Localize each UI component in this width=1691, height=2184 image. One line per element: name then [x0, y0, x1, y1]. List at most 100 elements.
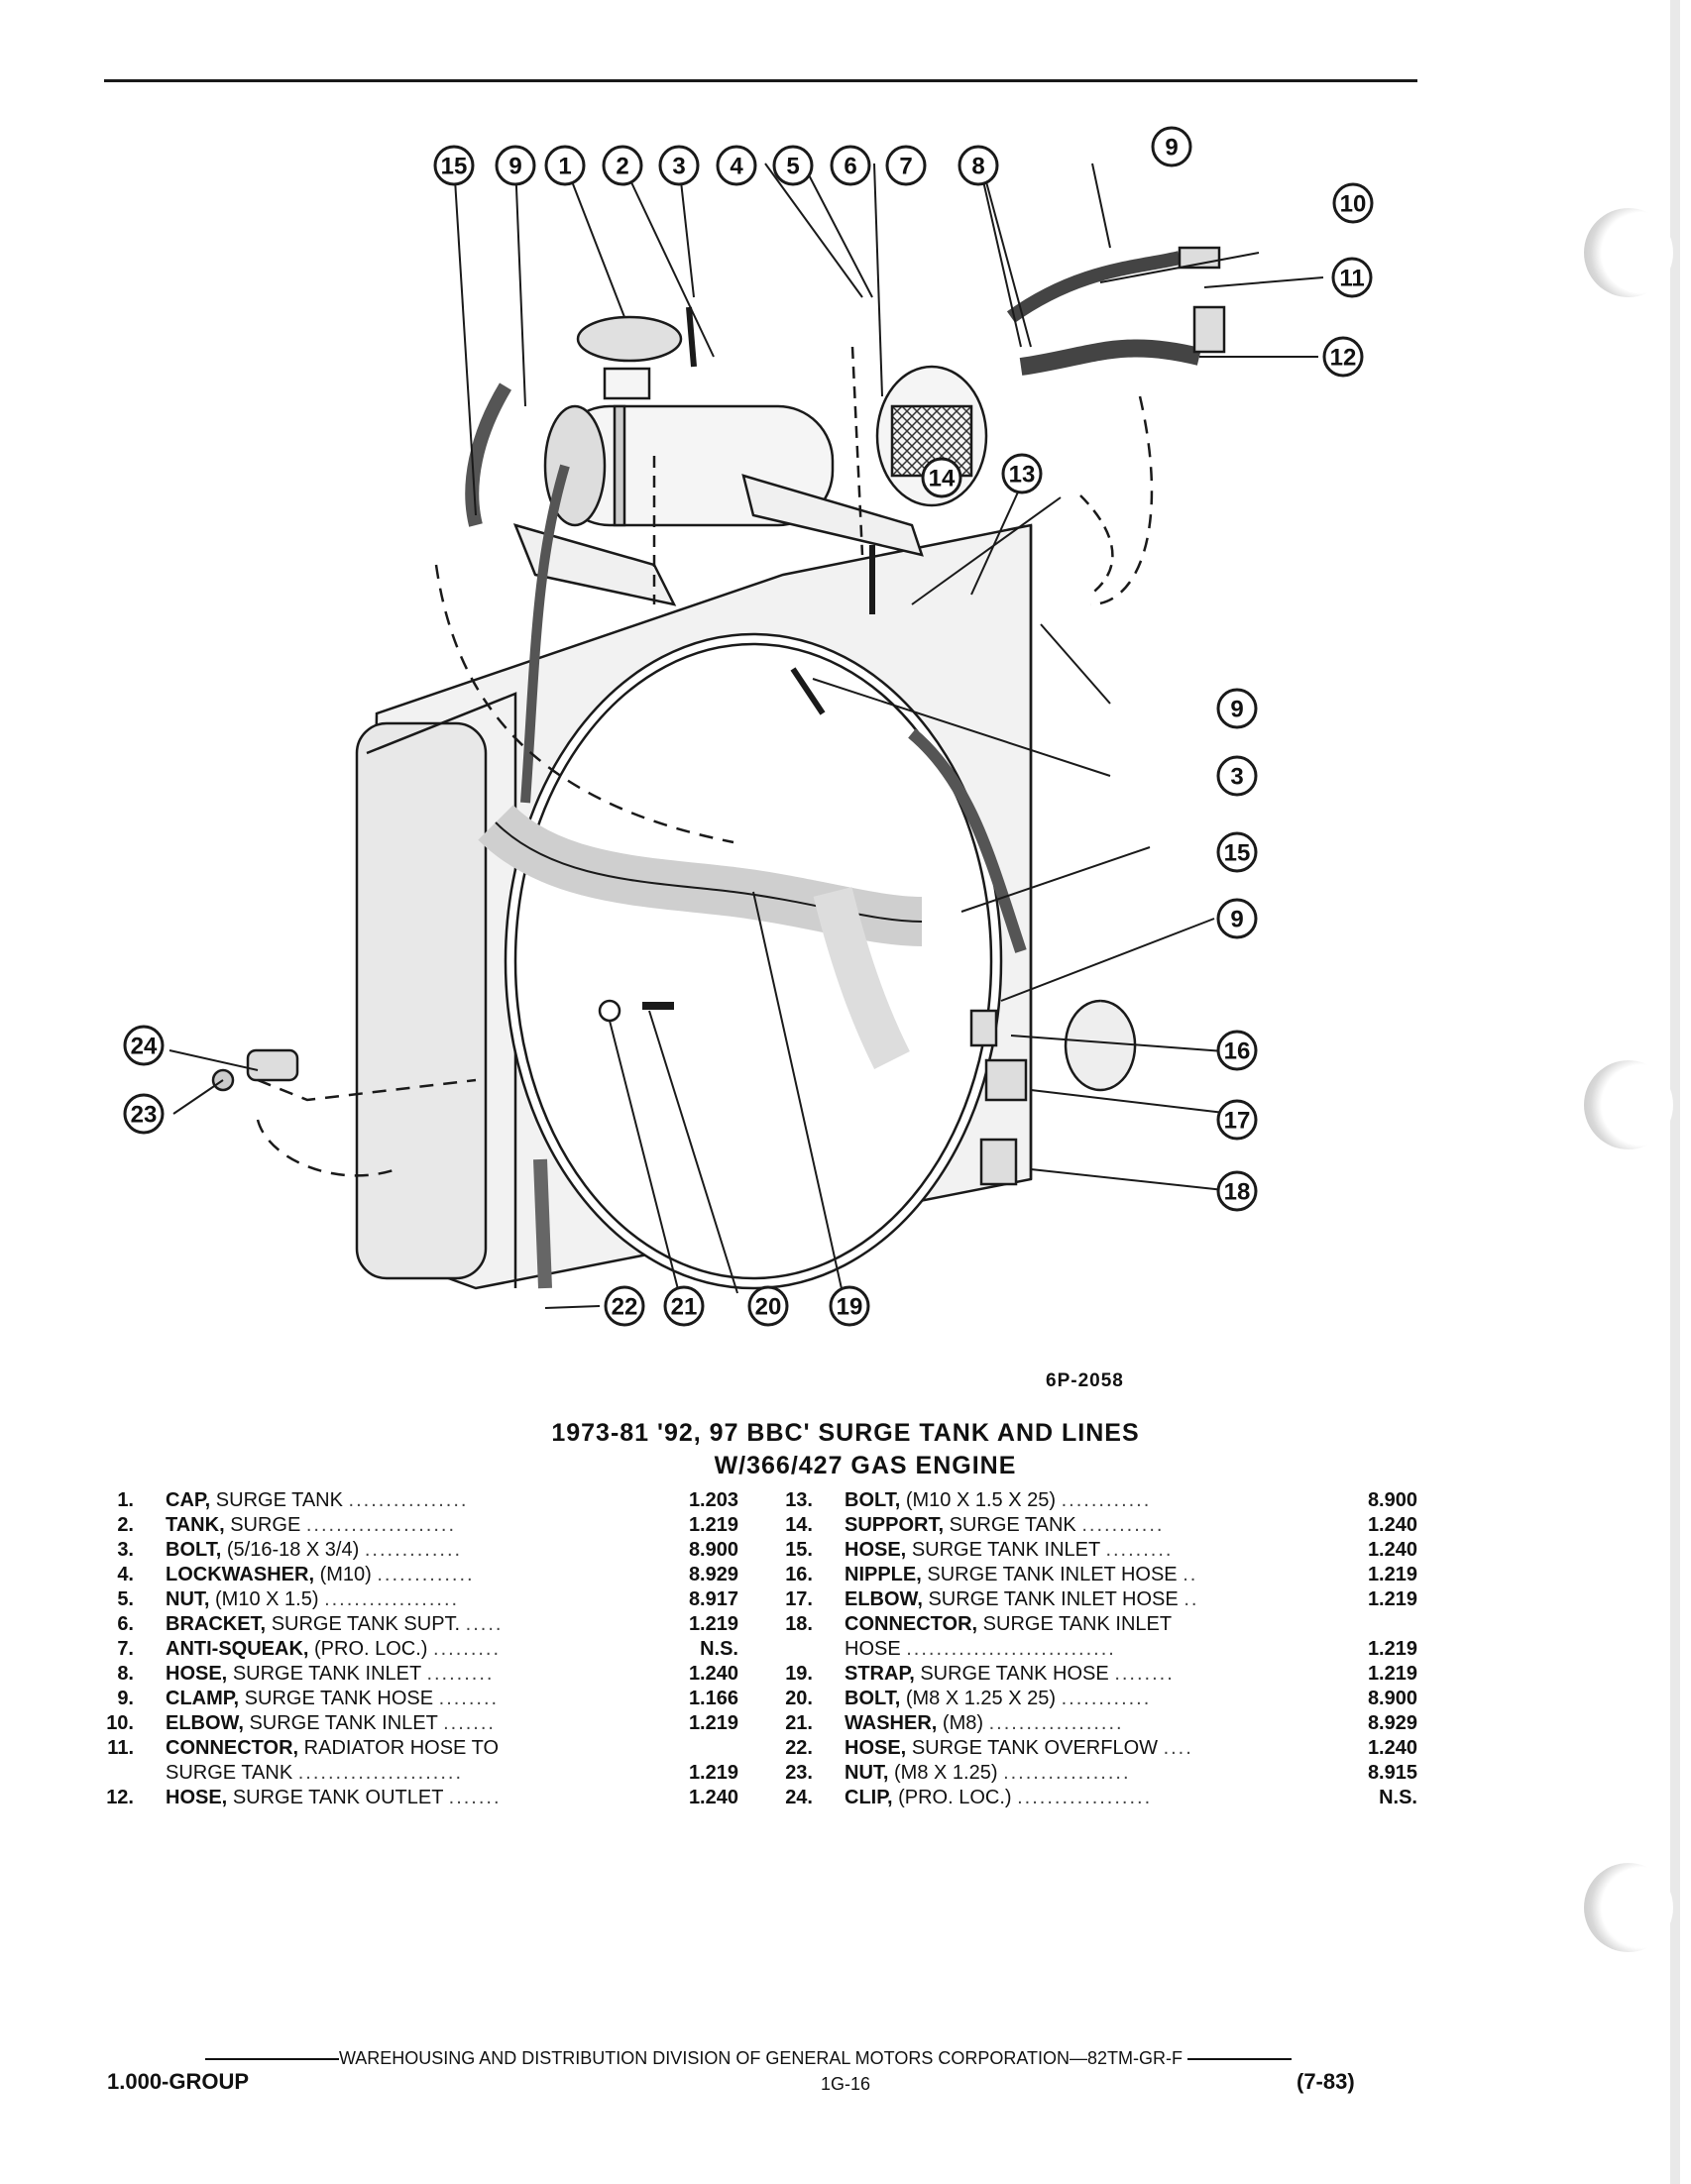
parts-row: 2.TANK, SURGE ....................1.219 — [104, 1513, 738, 1538]
part-number: 2. — [117, 1514, 134, 1536]
part-detail: SURGE TANK INLET — [911, 1539, 1100, 1561]
part-number: 13. — [785, 1489, 813, 1511]
footer-division-line: WAREHOUSING AND DISTRIBUTION DIVISION OF… — [104, 2048, 1393, 2069]
group-number: 1.219 — [1367, 1663, 1417, 1685]
part-name: ANTI-SQUEAK, — [166, 1638, 309, 1660]
part-description: NIPPLE, SURGE TANK INLET HOSE .. — [845, 1563, 1385, 1587]
part-detail: SURGE TANK SUPT. — [271, 1613, 461, 1635]
diagram-svg: 15 9 1 2 3 4 5 6 7 8 9 10 11 12 14 13 9 … — [123, 126, 1374, 1327]
part-detail: SURGE TANK INLET HOSE — [927, 1564, 1178, 1585]
callout-label: 21 — [671, 1294, 698, 1321]
leader-dots: ....... — [448, 1787, 502, 1808]
group-number: 8.900 — [1367, 1489, 1417, 1511]
leader-dots: ......... — [426, 1663, 495, 1685]
callout-label: 15 — [1224, 840, 1251, 867]
part-name: CLIP, — [845, 1787, 893, 1808]
part-name: WASHER, — [845, 1712, 938, 1734]
leader-dots: .................. — [1017, 1787, 1153, 1808]
part-number: 16. — [785, 1564, 813, 1585]
callout-label: 17 — [1224, 1108, 1251, 1135]
part-description: SUPPORT, SURGE TANK ........... — [845, 1513, 1385, 1538]
leader-dots: .. — [1184, 1588, 1199, 1610]
part-detail: (M10 X 1.5) — [215, 1588, 319, 1610]
part-name: NUT, — [845, 1762, 889, 1784]
group-number: N.S. — [1379, 1787, 1417, 1808]
leader-dots: ......... — [1105, 1539, 1174, 1561]
footer-page-number: 1G-16 — [820, 2074, 871, 2094]
part-detail: (PRO. LOC.) — [314, 1638, 428, 1660]
part-name: LOCKWASHER, — [166, 1564, 314, 1585]
part-detail: HOSE — [845, 1638, 901, 1660]
parts-row: 17.ELBOW, SURGE TANK INLET HOSE ..1.219 — [783, 1587, 1417, 1612]
part-description: LOCKWASHER, (M10) ............. — [166, 1563, 706, 1587]
part-description: NUT, (M10 X 1.5) .................. — [166, 1587, 706, 1612]
part-detail: (M8 X 1.25 X 25) — [905, 1688, 1057, 1709]
callout-label: 4 — [730, 154, 743, 180]
callout-label: 1 — [558, 154, 571, 180]
group-number: 1.240 — [688, 1663, 738, 1685]
group-number: 8.929 — [1367, 1712, 1417, 1734]
part-number: 5. — [117, 1588, 134, 1610]
leader-dots: ............ — [1061, 1688, 1152, 1709]
leader-dots: ................. — [1003, 1762, 1131, 1784]
part-detail: SURGE TANK — [949, 1514, 1076, 1536]
part-number: 19. — [785, 1663, 813, 1685]
part-name: CONNECTOR, — [845, 1613, 978, 1635]
callout-label: 2 — [616, 154, 628, 180]
part-name: BOLT, — [845, 1688, 901, 1709]
part-name: CLAMP, — [166, 1688, 240, 1709]
part-description: BOLT, (M10 X 1.5 X 25) ............ — [845, 1488, 1385, 1513]
part-detail: RADIATOR HOSE TO — [303, 1737, 499, 1759]
part-detail: SURGE TANK OVERFLOW — [911, 1737, 1158, 1759]
top-rule — [104, 79, 1417, 82]
part-description: CLAMP, SURGE TANK HOSE ........ — [166, 1687, 706, 1711]
callout-label: 11 — [1339, 266, 1364, 292]
part-description: HOSE ............................ — [845, 1637, 1385, 1662]
part-detail: (M10) — [319, 1564, 372, 1585]
part-name: HOSE, — [845, 1539, 907, 1561]
part-description: TANK, SURGE .................... — [166, 1513, 706, 1538]
part-number: 10. — [106, 1712, 134, 1734]
part-description: HOSE, SURGE TANK INLET ......... — [845, 1538, 1385, 1563]
binder-hole-middle — [1584, 1060, 1673, 1149]
group-number: 1.240 — [688, 1787, 738, 1808]
parts-row: 9.CLAMP, SURGE TANK HOSE ........1.166 — [104, 1687, 738, 1711]
part-detail: (M10 X 1.5 X 25) — [905, 1489, 1057, 1511]
footer-date: (7-83) — [1296, 2069, 1355, 2094]
part-detail: SURGE TANK — [166, 1762, 293, 1784]
group-number: 1.219 — [1367, 1564, 1417, 1585]
leader-dots: .... — [1163, 1737, 1193, 1759]
footer-rule-left — [204, 2058, 339, 2061]
part-detail: (5/16-18 X 3/4) — [226, 1539, 360, 1561]
callout-label: 9 — [508, 154, 521, 180]
parts-row: SURGE TANK ......................1.219 — [104, 1761, 738, 1786]
part-detail: SURGE — [230, 1514, 301, 1536]
part-description: ELBOW, SURGE TANK INLET ....... — [166, 1711, 706, 1736]
part-name: ELBOW, — [166, 1712, 244, 1734]
leader-dots: .. — [1183, 1564, 1198, 1585]
part-description: BRACKET, SURGE TANK SUPT. ..... — [166, 1612, 706, 1637]
callout-label: 8 — [971, 154, 984, 180]
callout-label: 24 — [131, 1034, 158, 1060]
group-number: 1.203 — [688, 1489, 738, 1511]
part-description: ANTI-SQUEAK, (PRO. LOC.) ......... — [166, 1637, 706, 1662]
callout-label: 16 — [1224, 1038, 1251, 1065]
group-number: 1.219 — [1367, 1638, 1417, 1660]
part-detail: SURGE TANK INLET — [982, 1613, 1173, 1635]
callout-label: 19 — [837, 1294, 863, 1321]
binder-hole-bottom — [1584, 1863, 1673, 1952]
part-number: 17. — [785, 1588, 813, 1610]
group-number: 8.900 — [688, 1539, 738, 1561]
callout-label: 3 — [672, 154, 685, 180]
part-number: 18. — [785, 1613, 813, 1635]
part-name: STRAP, — [845, 1663, 915, 1685]
callout-label: 14 — [929, 466, 956, 492]
part-name: SUPPORT, — [845, 1514, 945, 1536]
part-name: BOLT, — [845, 1489, 901, 1511]
part-name: HOSE, — [166, 1663, 228, 1685]
parts-row: 11.CONNECTOR, RADIATOR HOSE TO — [104, 1736, 738, 1761]
part-number: 14. — [785, 1514, 813, 1536]
parts-row: 6.BRACKET, SURGE TANK SUPT. .....1.219 — [104, 1612, 738, 1637]
callout-label: 5 — [786, 154, 799, 180]
